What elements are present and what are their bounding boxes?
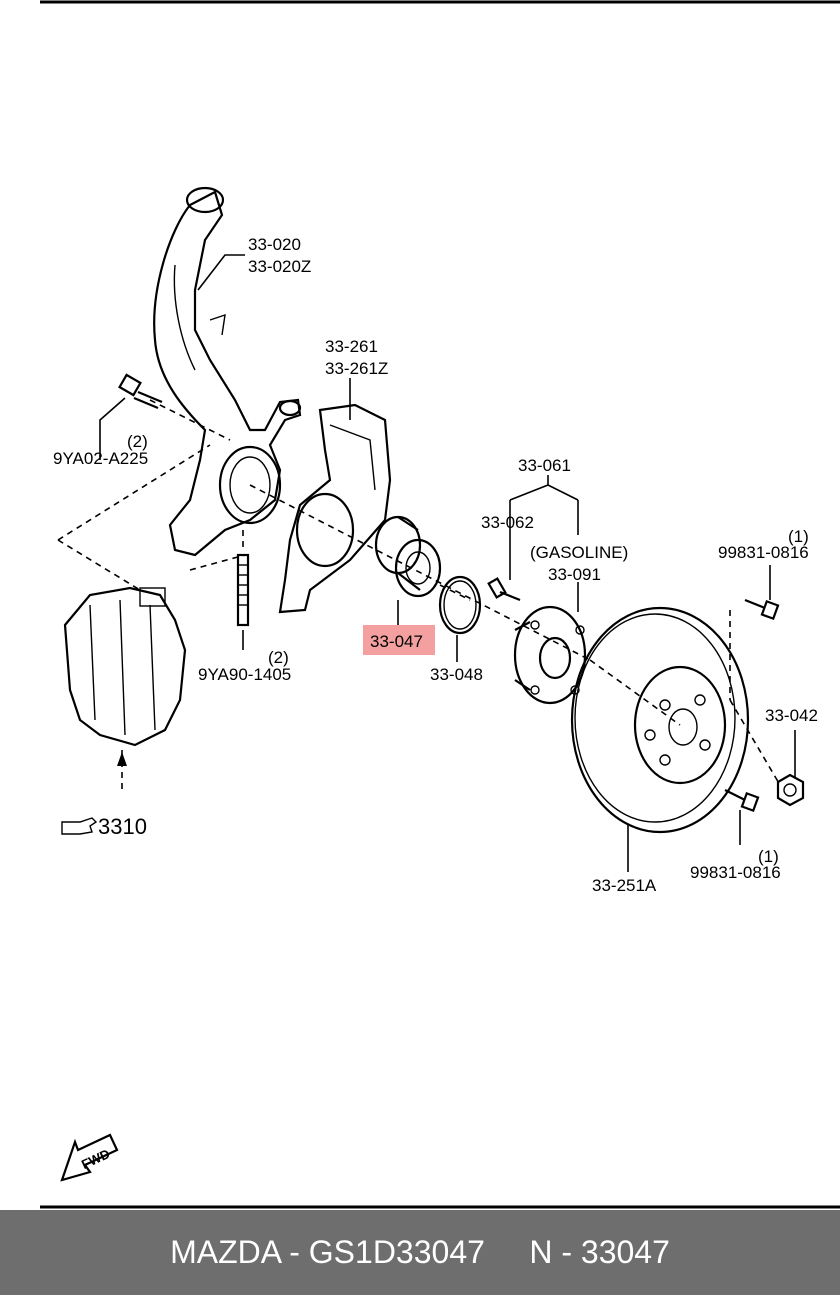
fwd-arrow-icon: FWD bbox=[60, 1133, 119, 1182]
label-gasoline: (GASOLINE) bbox=[530, 543, 628, 562]
assembly-line bbox=[249, 484, 591, 661]
label-screw-bottom-qty: (1) bbox=[758, 847, 779, 866]
dust-cover bbox=[278, 403, 392, 614]
leader-hub-group bbox=[509, 484, 579, 501]
disc-screw-bottom bbox=[724, 789, 760, 813]
knuckle-bolt bbox=[118, 373, 163, 410]
pointing-hand-icon bbox=[61, 817, 98, 835]
label-snap-ring: 33-048 bbox=[430, 665, 483, 684]
label-dust-cover-a: 33-261 bbox=[325, 337, 378, 356]
label-knuckle-a: 33-020 bbox=[248, 235, 301, 254]
footer-text: MAZDA - GS1D33047 N - 33047 bbox=[170, 1234, 670, 1270]
assembly-line bbox=[729, 699, 781, 786]
highlight-box bbox=[363, 625, 435, 655]
assembly-line bbox=[439, 584, 471, 601]
brake-caliper bbox=[63, 586, 187, 747]
label-disc: 33-251A bbox=[592, 876, 657, 895]
assembly-line bbox=[189, 554, 246, 571]
label-bolt: 9YA02-A225 bbox=[53, 449, 148, 468]
assembly-line bbox=[57, 539, 141, 591]
label-screw-top: 99831-0816 bbox=[718, 543, 809, 562]
label-stud-qty: (2) bbox=[268, 648, 289, 667]
arrow-caliper bbox=[117, 752, 127, 766]
fwd-label: FWD bbox=[79, 1146, 112, 1172]
label-bearing: 33-047 bbox=[370, 632, 423, 651]
label-hub-bolt: 33-062 bbox=[481, 513, 534, 532]
hub-nut bbox=[776, 773, 805, 807]
brake-disc bbox=[570, 606, 750, 834]
wheel-hub bbox=[513, 605, 587, 705]
wheel-bearing bbox=[374, 515, 442, 598]
label-caliper-ref: 3310 bbox=[98, 814, 147, 839]
label-hub-group: 33-061 bbox=[518, 456, 571, 475]
footer-bar: MAZDA - GS1D33047 N - 33047 bbox=[0, 1210, 840, 1295]
snap-ring bbox=[438, 575, 482, 635]
disc-screw-top bbox=[744, 598, 780, 621]
label-bolt-qty: (2) bbox=[127, 432, 148, 451]
leader-knuckle bbox=[197, 254, 245, 291]
label-screw-bottom: 99831-0816 bbox=[690, 863, 781, 882]
parts-diagram: 33-020 33-020Z 33-261 33-261Z (2) 9YA02-… bbox=[40, 0, 840, 1209]
knuckle-stud bbox=[236, 553, 250, 627]
label-stud: 9YA90-1405 bbox=[198, 665, 291, 684]
assembly-line bbox=[589, 659, 681, 726]
label-hub: 33-091 bbox=[548, 565, 601, 584]
assembly-line bbox=[149, 399, 231, 441]
hub-bolt bbox=[487, 577, 521, 602]
leader-bolt bbox=[99, 397, 126, 460]
label-dust-cover-b: 33-261Z bbox=[325, 359, 388, 378]
label-screw-top-qty: (1) bbox=[788, 527, 809, 546]
label-nut: 33-042 bbox=[765, 706, 818, 725]
label-knuckle-b: 33-020Z bbox=[248, 257, 311, 276]
assembly-line bbox=[57, 444, 211, 541]
